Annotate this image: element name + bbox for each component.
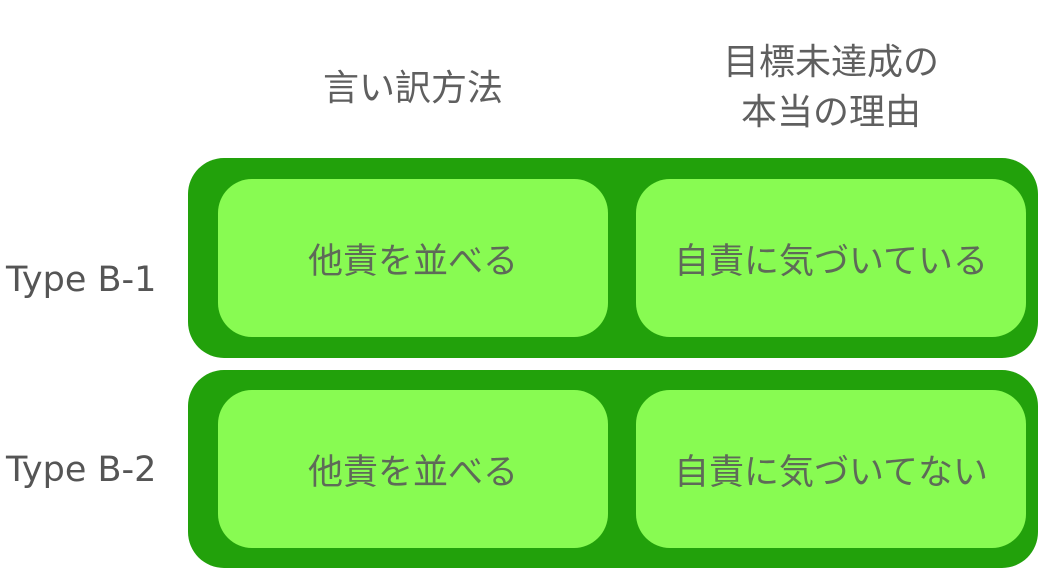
column-header-real-reason: 目標未達成の 本当の理由 <box>636 38 1026 138</box>
row-type-b2: 他責を並べる 自責に気づいてない <box>188 370 1038 568</box>
cell-b2-excuse-method: 他責を並べる <box>218 390 608 548</box>
column-header-line: 言い訳方法 <box>322 68 503 109</box>
row-type-b1: 他責を並べる 自責に気づいている <box>188 158 1038 358</box>
column-header-excuse-method: 言い訳方法 <box>218 64 608 114</box>
cell-b2-real-reason: 自責に気づいてない <box>636 390 1026 548</box>
column-header-line: 目標未達成の <box>722 42 939 83</box>
cell-b1-real-reason: 自責に気づいている <box>636 179 1026 337</box>
column-header-line: 本当の理由 <box>740 92 921 133</box>
row-label-type-b1: Type B-1 <box>6 260 157 300</box>
row-label-type-b2: Type B-2 <box>6 450 157 490</box>
cell-b1-excuse-method: 他責を並べる <box>218 179 608 337</box>
